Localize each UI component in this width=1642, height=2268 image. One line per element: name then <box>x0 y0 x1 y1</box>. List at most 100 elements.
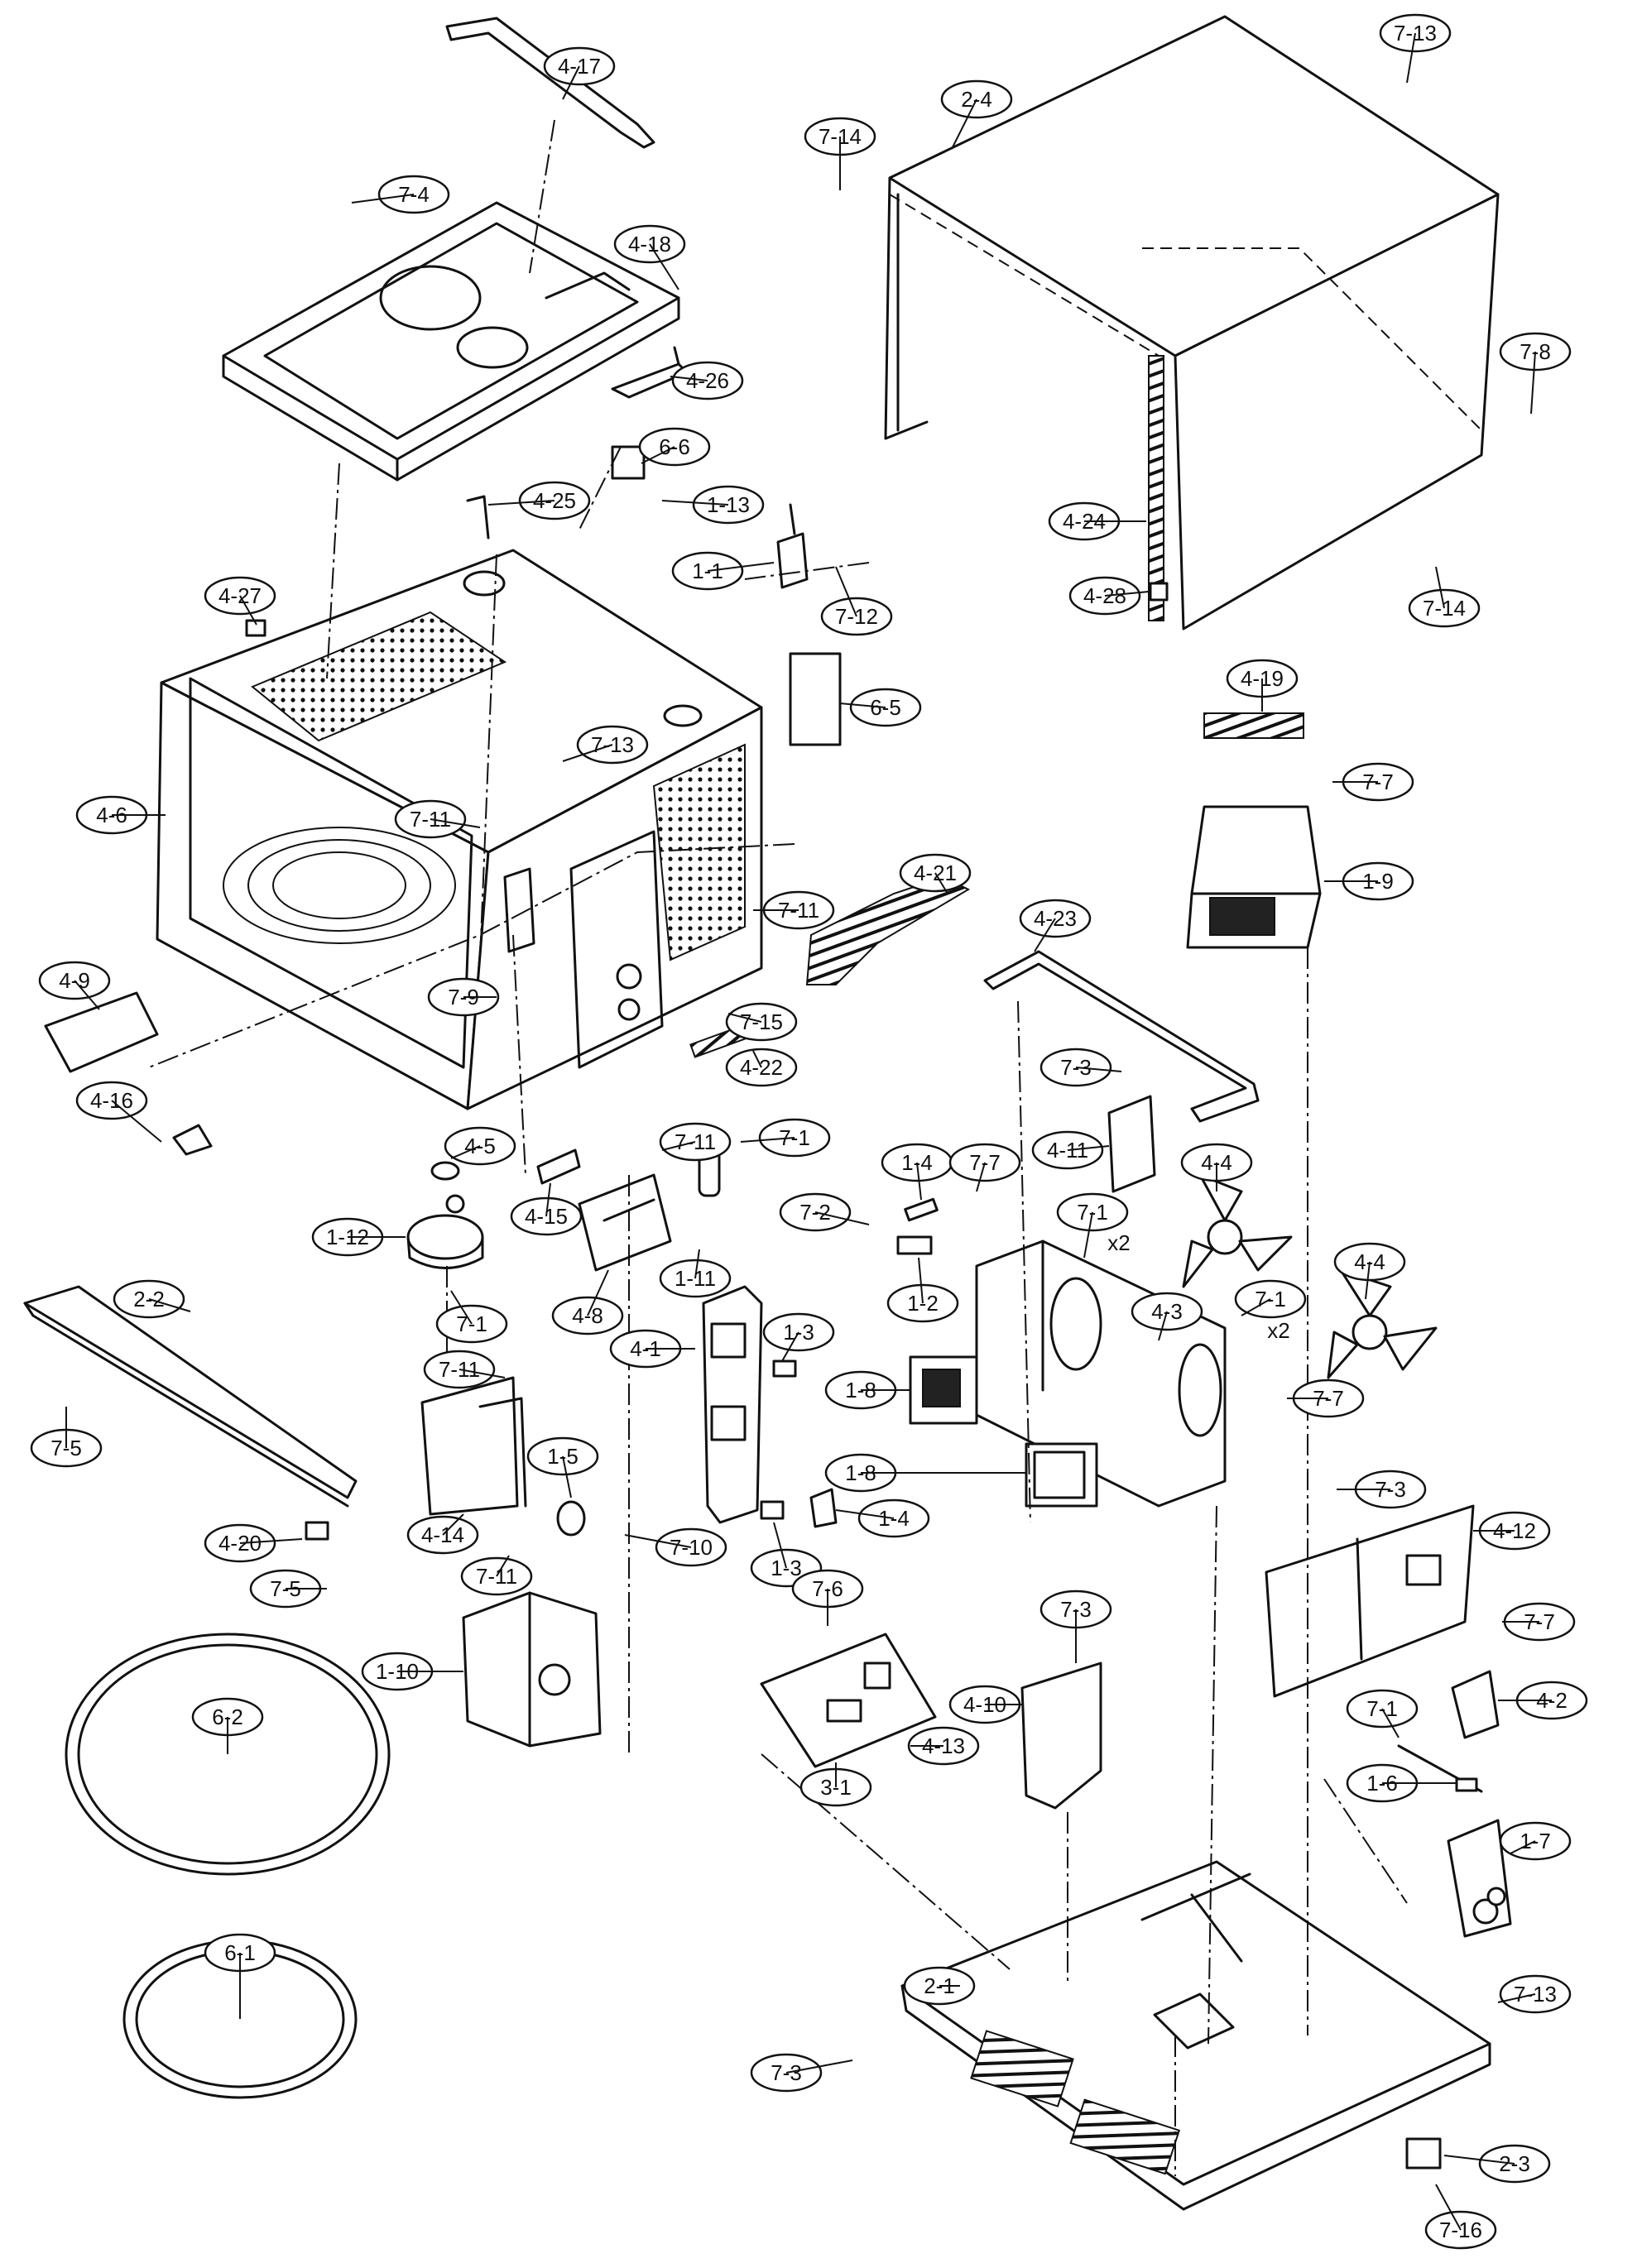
callout-leader <box>587 1269 609 1316</box>
part-4-2-bracket <box>1451 1670 1500 1739</box>
callout-leader <box>814 1211 870 1225</box>
callout-leader <box>835 1509 895 1519</box>
quantity-note: x2 <box>1107 1230 1130 1255</box>
callout-leader <box>752 1050 762 1068</box>
callout-leader <box>1381 1708 1400 1738</box>
part-4-28-clip <box>1149 582 1169 602</box>
part-4-5-coupler <box>430 1161 460 1181</box>
part-1-8-fan-motor-upper <box>909 1355 978 1425</box>
part-4-4-fan-lower <box>1327 1268 1438 1379</box>
callout-leader <box>649 243 679 290</box>
leader-group <box>65 32 1552 2231</box>
part-4-6-cavity <box>156 549 763 1110</box>
part-1-4-switch-lower <box>809 1488 838 1528</box>
callout-leader <box>1158 1311 1168 1341</box>
callout-leader <box>1497 1993 1536 2003</box>
part-4-14-bracket <box>420 1376 527 1516</box>
callout-leader <box>1075 1067 1122 1072</box>
callout-leader <box>111 1100 162 1143</box>
callout-leader <box>450 1290 473 1325</box>
callout-leader <box>670 376 708 381</box>
callout-leader <box>835 566 857 617</box>
part-1-5-thermal-cutout <box>556 1500 586 1537</box>
part-6-6-label <box>611 445 646 480</box>
part-4-17-gasket <box>445 17 655 149</box>
part-1-9-control-panel <box>1186 805 1322 949</box>
callout-leader <box>562 1455 572 1498</box>
part-4-1-latch-board <box>702 1285 763 1524</box>
callout-leader <box>1406 32 1416 84</box>
part-4-10-cover <box>1020 1661 1102 1810</box>
part-4-4-fan-upper <box>1182 1173 1293 1288</box>
callout-7-11: 7-11 <box>460 1556 533 1596</box>
callout-leader <box>74 980 100 1010</box>
callout-leader <box>1104 591 1150 597</box>
callout-leader <box>1241 1298 1271 1316</box>
part-1-3-switch-lower <box>760 1500 785 1520</box>
callout-leader <box>839 702 886 708</box>
callout-leader <box>624 1534 692 1548</box>
part-4-15-bracket <box>536 1148 581 1185</box>
callout-leader <box>641 446 675 464</box>
callout-leader <box>661 1141 696 1151</box>
callout-leader <box>1365 1261 1371 1300</box>
callout-leader <box>545 1182 551 1217</box>
part-2-1-base-plate <box>900 1860 1491 2211</box>
part-4-23-gasket <box>983 950 1260 1123</box>
part-4-20-foot <box>305 1521 329 1541</box>
callout-leader <box>1510 1840 1536 1854</box>
part-1-1-switch <box>776 503 809 589</box>
part-4-25-hook <box>466 495 490 539</box>
callout-leader <box>1443 2155 1515 2165</box>
part-4-18-top-plate <box>222 201 680 482</box>
part-4-16-clip <box>172 1124 213 1156</box>
callout-leader <box>1083 1211 1093 1259</box>
part-1-2-holder <box>896 1235 933 1255</box>
part-2-2-front-bar <box>23 1285 358 1508</box>
callout-leader <box>351 194 415 204</box>
callout-leader <box>562 65 580 100</box>
callout-leader <box>934 872 948 894</box>
part-1-10-magnetron <box>462 1591 602 1748</box>
callout-leader <box>562 744 613 762</box>
part-4-11-bracket <box>1107 1095 1156 1193</box>
callout-leader <box>496 1555 510 1577</box>
callout-2-1: 2-1 <box>903 1966 976 2006</box>
callout-leader <box>487 500 555 506</box>
callout-leader <box>1067 1145 1110 1151</box>
callout-leader <box>916 1162 922 1201</box>
part-4-24-seal <box>1148 355 1164 621</box>
callout-leader <box>785 2059 853 2074</box>
callout-leader <box>661 500 729 506</box>
part-3-1-pcb <box>760 1633 937 1768</box>
part-1-8-fan-motor-lower <box>1025 1442 1098 1508</box>
callout-leader <box>918 1257 924 1304</box>
callout-leader <box>707 562 775 572</box>
callout-leader <box>459 1369 506 1379</box>
part-6-5-label <box>789 652 842 746</box>
part-4-21-insulation <box>805 875 971 985</box>
part-4-27-tab <box>245 619 266 637</box>
part-1-12-motor <box>406 1194 484 1269</box>
callout-leader <box>1435 2184 1462 2231</box>
callout-4-26: 4-26 <box>671 361 744 400</box>
callout-leader <box>727 1013 762 1023</box>
callout-leader <box>1530 351 1536 415</box>
callout-leader <box>239 1538 303 1544</box>
callout-leader <box>740 1137 795 1143</box>
callout-leader <box>1435 566 1445 609</box>
callout-leader <box>148 1298 191 1312</box>
callout-leader <box>1034 918 1056 952</box>
part-4-9-cover <box>44 991 159 1073</box>
part-4-12-duct <box>1265 1504 1475 1698</box>
part-1-4-fuse <box>904 1197 939 1222</box>
part-1-3-switch <box>772 1359 797 1378</box>
part-1-6-diode <box>1397 1744 1483 1793</box>
callout-leader <box>450 1145 481 1159</box>
callout-leader <box>951 98 977 150</box>
part-1-7-hv-capacitor <box>1447 1819 1512 1938</box>
callout-leader <box>442 1513 464 1536</box>
